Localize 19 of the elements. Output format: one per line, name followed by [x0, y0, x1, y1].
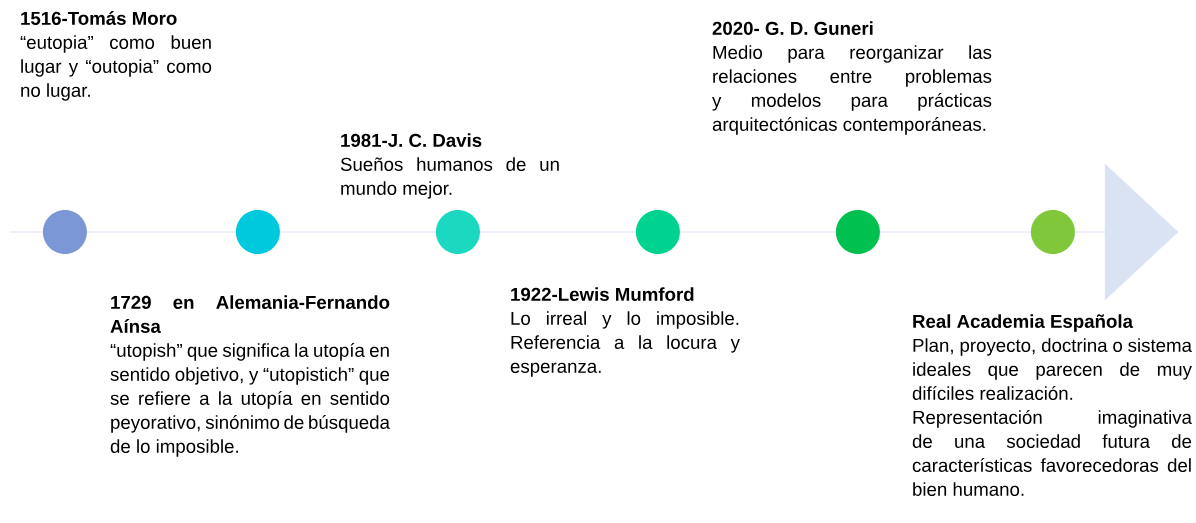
description-text: Medio para reorganizar las relaciones entre problemas y modelos para prácticas arquitectónicas contemporáneas. [712, 45, 992, 135]
date-heading: 2020- G. D. Guneri [712, 21, 873, 35]
date-heading: 1729 en Alemania-Fernando Aínsa [110, 295, 390, 333]
date-heading: Real Academia Española [913, 314, 1134, 332]
date-heading: 1922-Lewis Mumford [511, 287, 694, 301]
timeline-dot [635, 210, 680, 254]
date-heading: 1981-J. C. Davis [341, 133, 482, 147]
description-text: “eutopia” como buen lugar y “outopia” como no lugar. [20, 35, 212, 101]
timeline-dot [435, 210, 480, 254]
description-text: “utopish” que significa la utopía en sentido objetivo, y “utopistich” que se refiere a la utopía en sentido peyorativo, sinónimo de búsqueda de lo imposible. [110, 343, 390, 457]
timeline-dot [42, 210, 87, 254]
description-text: Lo irreal y lo imposible. Referencia a la locura y esperanza. [510, 311, 740, 377]
description-text: Plan, proyecto, doctrina o sistema ideales que parecen de muy difíciles realización. [912, 338, 1192, 400]
timeline-dot [835, 210, 880, 254]
description-text: Representación imaginativa de una sociedad futura de características favorecedoras del bien humano. [912, 410, 1192, 496]
timeline-dot [235, 210, 280, 254]
description-text: Sueños humanos de un mundo mejor. [340, 157, 559, 199]
timeline-dot [1030, 210, 1075, 254]
date-heading: 1516-Tomás Moro [21, 11, 177, 25]
